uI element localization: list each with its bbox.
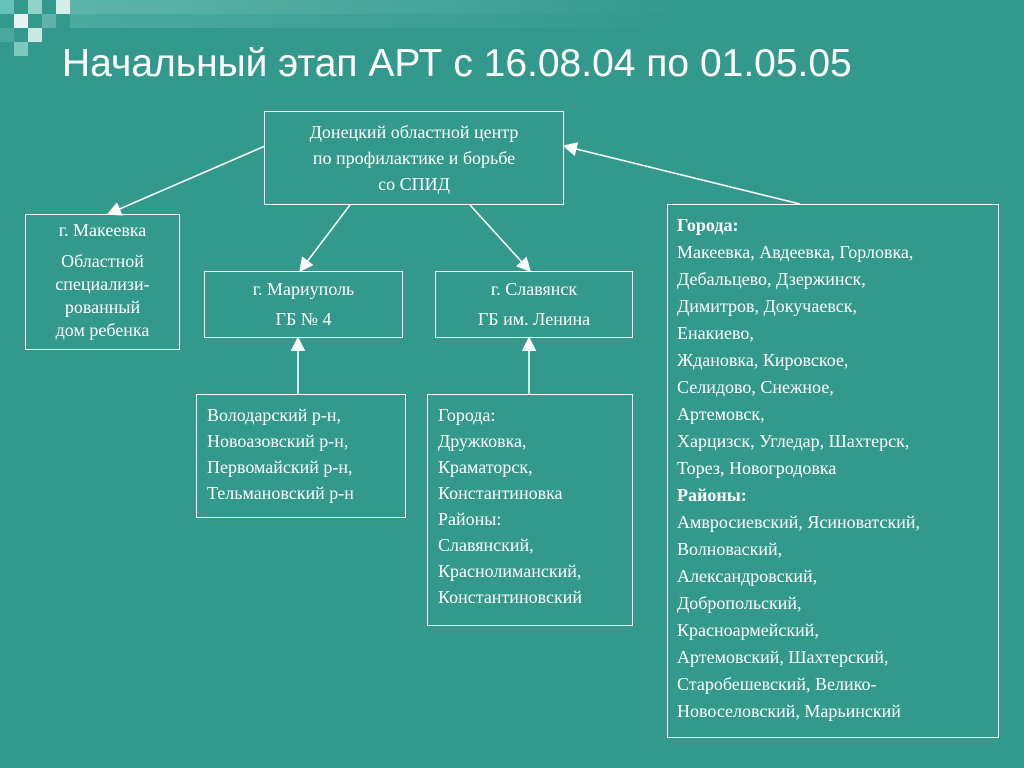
slavyansk-box: г. Славянск ГБ им. Ленина bbox=[435, 271, 633, 338]
districts-heading: Районы: bbox=[677, 485, 747, 505]
area-line: Районы: bbox=[438, 509, 502, 529]
area-line: Константиновка bbox=[438, 483, 563, 503]
makeevka-line: специализи- bbox=[55, 274, 150, 294]
city-line: Харцизск, Угледар, Шахтерск, bbox=[677, 431, 910, 451]
makeevka-heading: г. Макеевка bbox=[58, 220, 147, 240]
slavyansk-heading: г. Славянск bbox=[490, 279, 578, 299]
city-line: Макеевка, Авдеевка, Горловка, bbox=[677, 242, 914, 262]
district-line: Артемовский, Шахтерский, bbox=[677, 647, 889, 667]
cities-heading: Города: bbox=[677, 215, 739, 235]
mariupol-districts-box: Володарский р-н, Новоазовский р-н, Перво… bbox=[196, 394, 406, 518]
center-line: Донецкий областной центр bbox=[309, 122, 519, 142]
district-line: Александровский, bbox=[677, 566, 818, 586]
district-line: Старобешевский, Велико- bbox=[677, 674, 877, 694]
slavyansk-area-box: Города: Дружковка, Краматорск, Константи… bbox=[427, 394, 633, 626]
arrow-to-makeevka bbox=[106, 145, 266, 216]
district-line: Новоселовский, Марьинский bbox=[677, 701, 901, 721]
makeevka-line: рованный bbox=[64, 297, 141, 317]
district-line: Тельмановский р-н bbox=[207, 483, 354, 503]
district-line: Волноваский, bbox=[677, 539, 783, 559]
decorative-squares bbox=[0, 0, 700, 70]
district-line: Новоазовский р-н, bbox=[207, 431, 349, 451]
mariupol-heading: г. Мариуполь bbox=[252, 279, 355, 299]
arrow-to-slavyansk bbox=[469, 204, 531, 273]
district-line: Первомайский р-н, bbox=[207, 457, 353, 477]
city-line: Ждановка, Кировское, bbox=[677, 350, 849, 370]
makeevka-line: дом ребенка bbox=[55, 320, 150, 340]
center-line: по профилактике и борьбе bbox=[312, 148, 516, 168]
area-line: Дружковка, bbox=[438, 431, 527, 451]
district-line: Володарский р-н, bbox=[207, 405, 342, 425]
city-line: Селидово, Снежное, bbox=[677, 377, 834, 397]
page-title: Начальный этап АРТ с 16.08.04 по 01.05.0… bbox=[62, 42, 852, 85]
slavyansk-sub: ГБ им. Ленина bbox=[477, 309, 591, 329]
district-line: Красноармейский, bbox=[677, 620, 819, 640]
cities-districts-box: Города: Макеевка, Авдеевка, Горловка, Де… bbox=[667, 204, 999, 738]
makeevka-box: г. Макеевка Областной специализи- рованн… bbox=[25, 214, 180, 350]
arrow-from-cities bbox=[562, 142, 801, 205]
makeevka-line: Областной bbox=[61, 251, 144, 271]
area-line: Константиновский bbox=[438, 587, 582, 607]
area-line: Краснолиманский, bbox=[438, 561, 582, 581]
city-line: Димитров, Докучаевск, bbox=[677, 296, 857, 316]
city-line: Енакиево, bbox=[677, 323, 754, 343]
district-line: Добропольский, bbox=[677, 593, 802, 613]
city-line: Торез, Новогродовка bbox=[677, 458, 837, 478]
district-line: Амвросиевский, Ясиноватский, bbox=[677, 512, 920, 532]
city-line: Дебальцево, Дзержинск, bbox=[677, 269, 866, 289]
city-line: Артемовск, bbox=[677, 404, 765, 424]
area-line: Славянский, bbox=[438, 535, 534, 555]
mariupol-box: г. Мариуполь ГБ № 4 bbox=[204, 271, 403, 338]
donetsk-center-box: Донецкий областной центр по профилактике… bbox=[264, 111, 564, 205]
arrow-to-mariupol bbox=[299, 204, 351, 273]
area-line: Краматорск, bbox=[438, 457, 533, 477]
mariupol-sub: ГБ № 4 bbox=[275, 309, 332, 329]
area-line: Города: bbox=[438, 405, 496, 425]
center-line: со СПИД bbox=[378, 174, 450, 194]
